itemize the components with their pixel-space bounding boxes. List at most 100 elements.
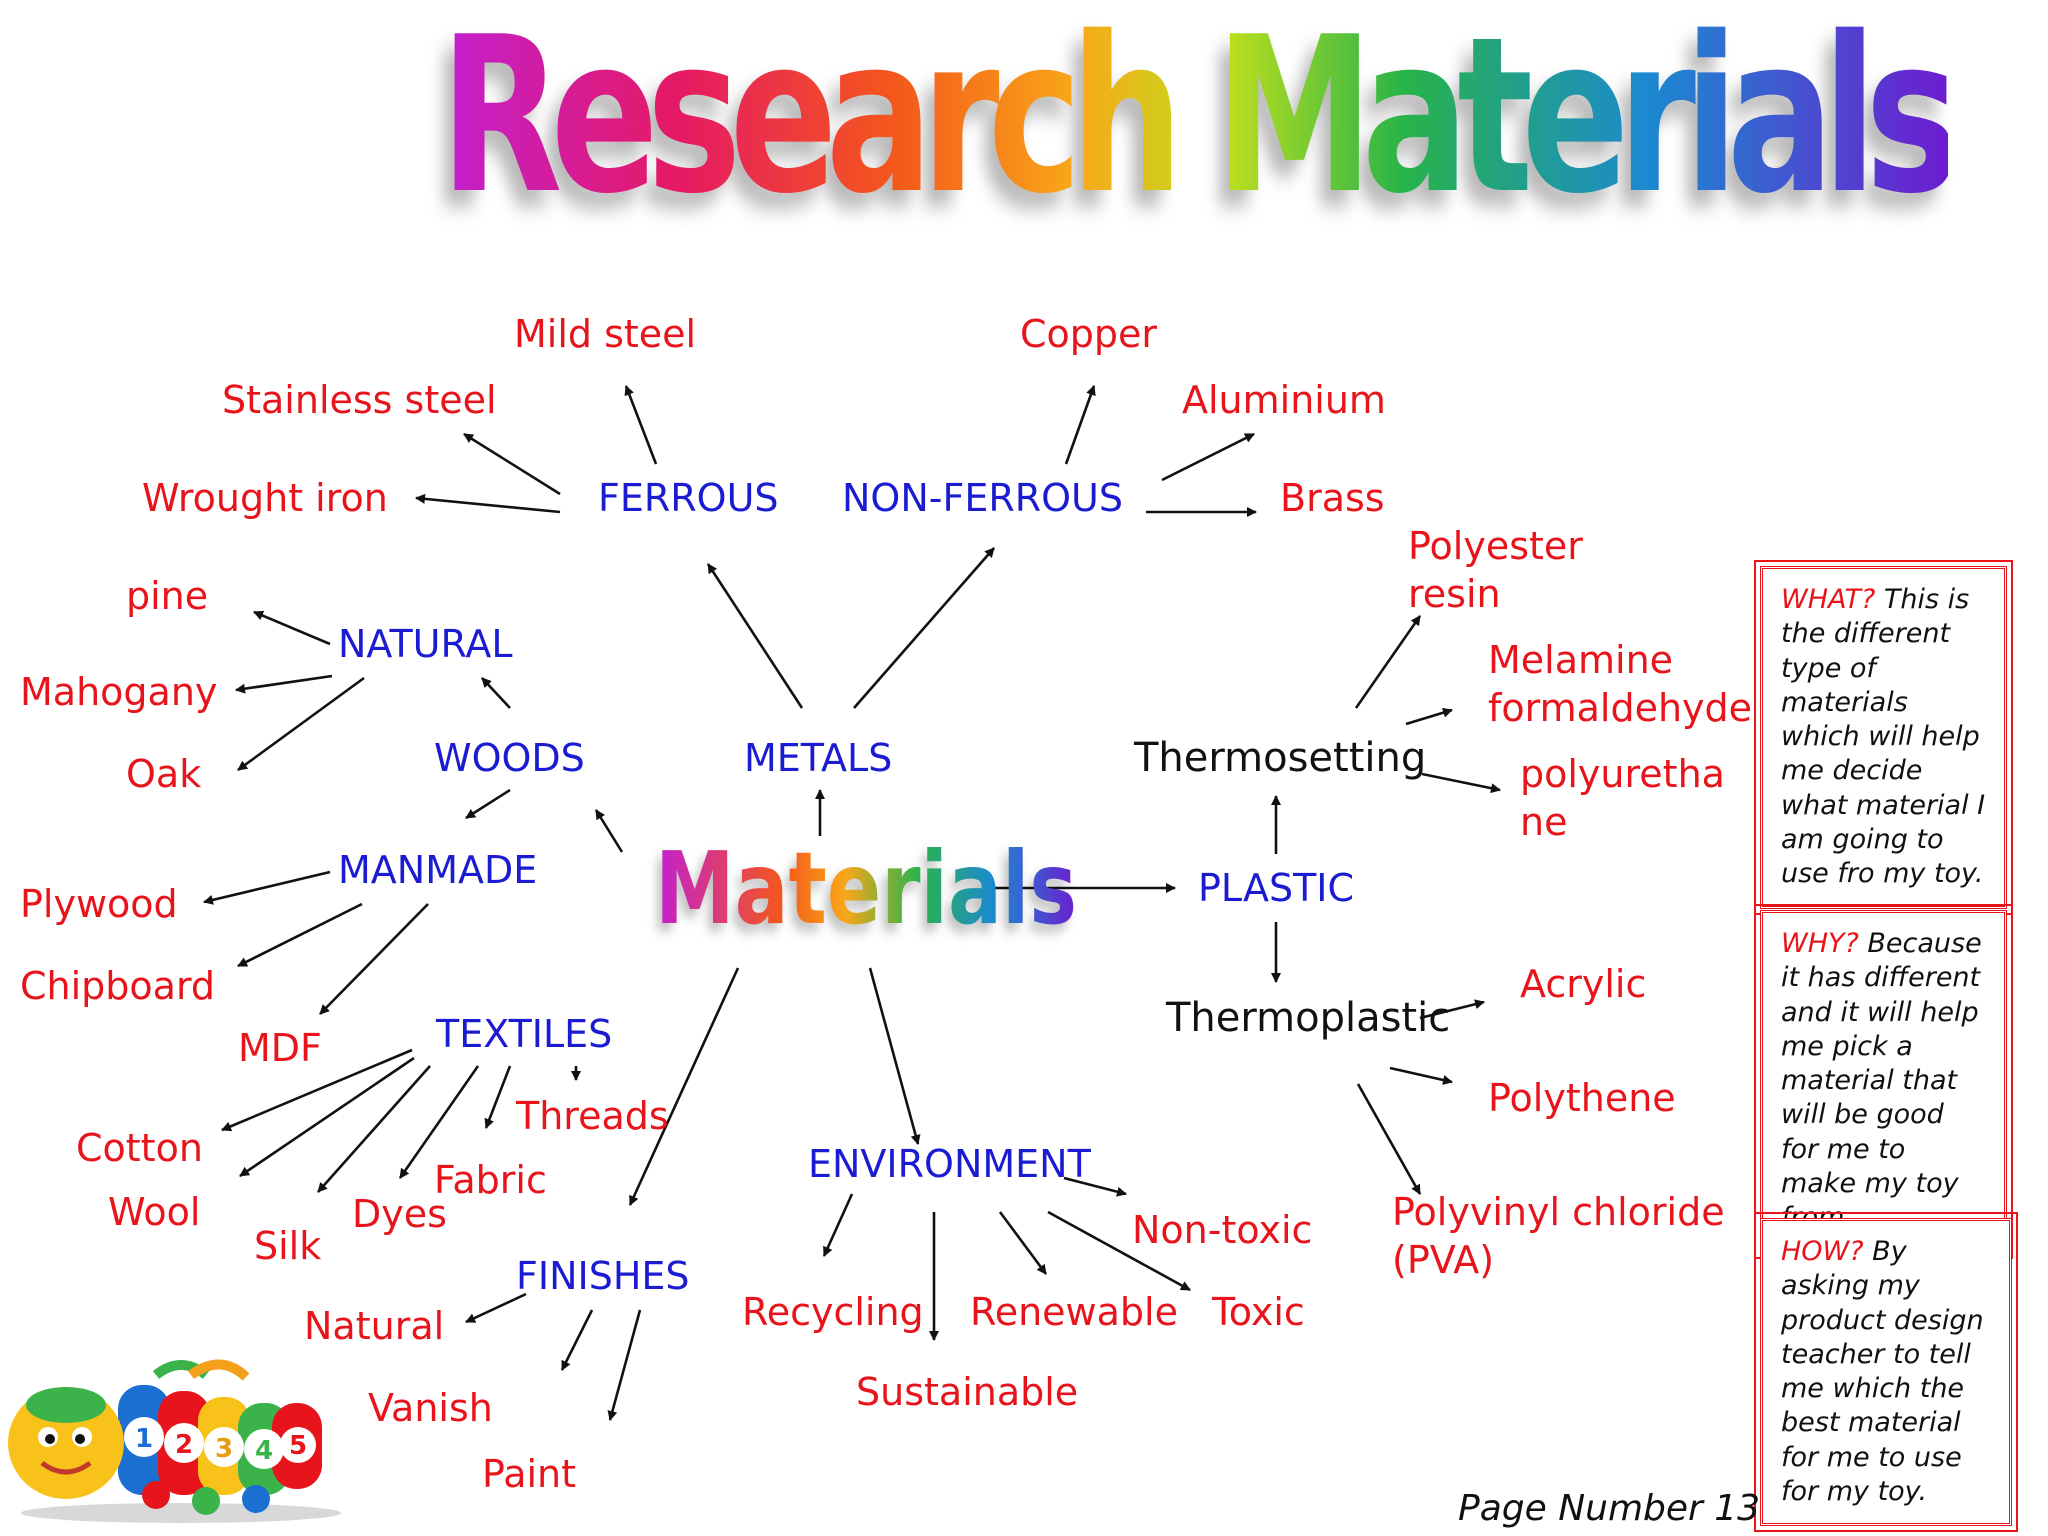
category-woods: WOODS [434,736,585,780]
category-manmade: MANMADE [338,848,538,892]
svg-text:1: 1 [135,1424,153,1454]
item-melamine-line2: formaldehyde [1488,686,1753,730]
arrow-metals-nonferrous [853,547,995,709]
arrow-woods-manmade [465,788,511,820]
page-title: Research Materials [440,0,1960,241]
arrow-textiles-threads1 [484,1065,512,1129]
item-dyes: Dyes [352,1192,447,1236]
note-how: HOW? By asking my product design teacher… [1754,1212,2018,1532]
item-copper: Copper [1020,312,1158,356]
item-polyester-resin-line2: resin [1408,572,1501,616]
arrow-thermoplastic-polythene [1389,1066,1453,1085]
item-recycling: Recycling [742,1290,924,1334]
category-ferrous: FERROUS [598,476,779,520]
arrow-materials-environment [868,967,921,1145]
item-polyurethane-line1: polyuretha [1520,752,1725,796]
item-renewable: Renewable [970,1290,1178,1334]
arrow-natural-oak [237,676,365,772]
subcategory-thermosetting: Thermosetting [1134,735,1427,781]
item-polythene: Polythene [1488,1076,1676,1120]
item-oak: Oak [126,752,202,796]
arrow-materials-woods [594,809,624,853]
arrow-env-renewable [998,1211,1048,1275]
category-metals: METALS [744,736,893,780]
item-pine: pine [126,574,209,618]
svg-text:3: 3 [215,1434,233,1464]
item-polyurethane-line2: ne [1520,800,1568,844]
arrow-metals-ferrous [706,563,804,709]
arrow-thermoplastic-pvc [1356,1083,1422,1195]
arrow-thermoplastic-acrylic [1419,999,1485,1020]
item-cotton: Cotton [76,1126,203,1170]
item-pvc-line1: Polyvinyl chloride [1392,1190,1725,1234]
category-finishes: FINISHES [516,1254,690,1298]
arrow-thermosetting-polyurethane [1421,772,1501,794]
category-non-ferrous: NON-FERROUS [842,476,1123,520]
item-sustainable: Sustainable [856,1370,1079,1414]
arrow-env-recycling [822,1193,854,1257]
item-polyester-resin-line1: Polyester [1408,524,1583,568]
arrow-materials-textiles [628,967,740,1206]
arrow-natural-pine [253,610,331,646]
arrow-natural-mahogany [235,674,333,694]
item-vanish: Vanish [368,1386,493,1430]
note-what-lead: WHAT? [1781,584,1876,615]
arrow-textiles-cotton [221,1048,413,1132]
note-how-body: By asking my product design teacher to t… [1781,1236,1984,1507]
item-acrylic: Acrylic [1520,962,1647,1006]
item-chipboard: Chipboard [20,964,216,1008]
arrow-thermosetting-melamine [1405,707,1453,726]
item-non-toxic: Non-toxic [1132,1208,1313,1252]
category-natural-wood: NATURAL [338,622,513,666]
item-plywood: Plywood [20,882,178,926]
category-textiles: TEXTILES [436,1012,613,1056]
note-how-lead: HOW? [1781,1236,1864,1267]
caterpillar-toy-image: 1 2 3 4 5 [8,1359,341,1523]
arrow-textiles-fabric [398,1065,480,1179]
arrow-ferrous-mildsteel [624,385,658,465]
svg-text:2: 2 [175,1430,193,1460]
item-mdf: MDF [238,1026,322,1070]
note-what-body: This is the different type of materials … [1781,584,1986,890]
item-stainless-steel: Stainless steel [222,378,497,422]
page-number: Page Number 13 [1458,1488,1761,1529]
arrow-textiles-silk [239,1056,415,1178]
category-plastic: PLASTIC [1198,866,1355,910]
arrow-env-nontoxic [1063,1176,1127,1197]
arrow-ferrous-wrought [415,493,561,514]
item-paint: Paint [482,1452,577,1496]
center-node-materials: Materials [655,830,1077,947]
arrow-manmade-mdf [319,903,429,1015]
arrow-finishes-vanish [560,1309,594,1371]
item-toxic: Toxic [1212,1290,1305,1334]
note-why-lead: WHY? [1781,928,1859,959]
item-melamine-line1: Melamine [1488,638,1674,682]
item-mahogany: Mahogany [20,670,218,714]
arrow-manmade-chipboard [237,902,363,968]
item-mild-steel: Mild steel [514,312,697,356]
svg-text:4: 4 [255,1436,273,1466]
note-why: WHY? Because it has different and it wil… [1754,904,2013,1259]
arrow-env-toxic [1047,1210,1191,1292]
category-environment: ENVIRONMENT [808,1142,1091,1186]
item-silk: Silk [254,1224,322,1268]
arrow-finishes-natural [465,1292,527,1324]
arrow-manmade-plywood [203,870,331,905]
subcategory-thermoplastic: Thermoplastic [1166,995,1451,1041]
note-why-body: Because it has different and it will hel… [1781,928,1982,1233]
item-aluminium: Aluminium [1182,378,1386,422]
arrow-thermosetting-polyester [1354,615,1422,709]
item-brass: Brass [1280,476,1385,520]
item-pvc-line2: (PVA) [1392,1238,1495,1282]
arrow-nonferrous-aluminium [1161,432,1255,482]
item-natural-finish: Natural [304,1304,445,1348]
note-what: WHAT? This is the different type of mate… [1754,560,2013,915]
item-wrought-iron: Wrought iron [142,476,388,520]
arrow-nonferrous-copper [1064,385,1096,465]
item-wool: Wool [108,1190,201,1234]
svg-text:5: 5 [289,1431,307,1461]
arrow-ferrous-stainless [463,432,561,496]
item-threads: Threads [516,1094,669,1138]
